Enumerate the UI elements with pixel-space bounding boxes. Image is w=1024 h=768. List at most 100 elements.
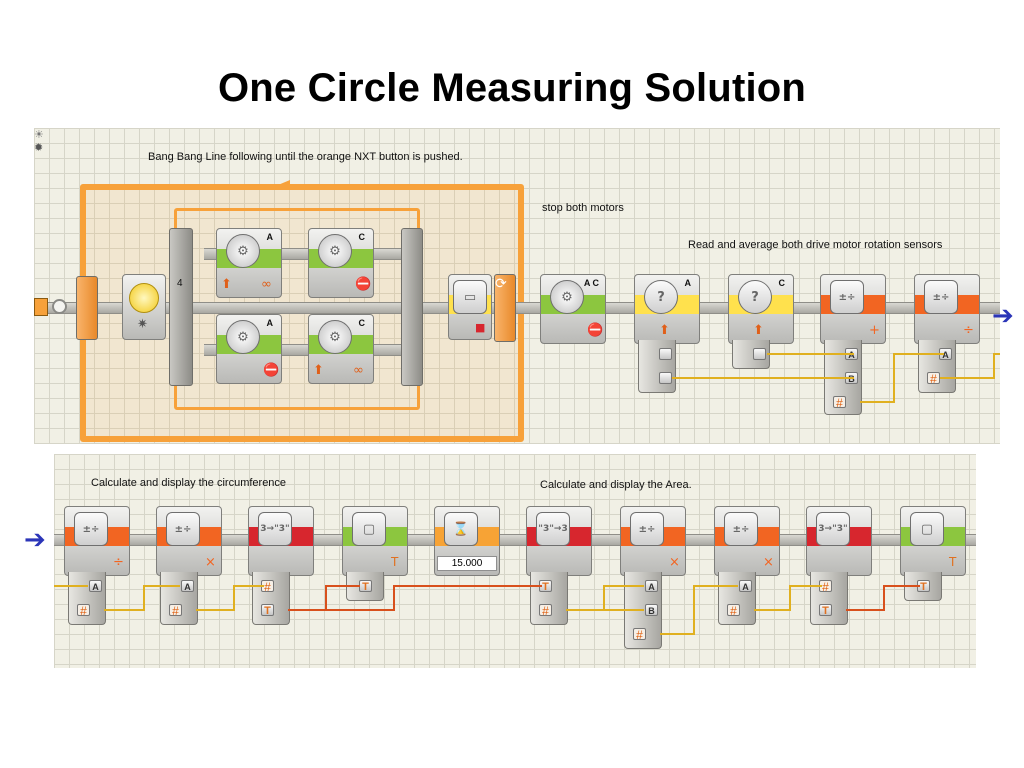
data-plug-number[interactable]: # <box>77 604 90 617</box>
operator-icon: × <box>669 555 680 570</box>
data-hub-divide: A # <box>918 340 956 393</box>
comment-circumference: Calculate and display the circumference <box>91 477 287 489</box>
gear-icon: ⚙ <box>318 234 352 268</box>
data-hub: T # <box>530 572 568 625</box>
stop-icon: ⛔ <box>587 323 604 338</box>
data-plug-a[interactable]: A <box>645 580 658 592</box>
math-icon: ±÷ <box>924 280 958 314</box>
data-wires-bottom <box>54 585 920 635</box>
data-plug-a[interactable]: A <box>89 580 102 592</box>
gear-icon: ⚙ <box>226 320 260 354</box>
switch-end-hub <box>401 228 423 386</box>
infinity-icon: ∞ <box>261 277 272 292</box>
data-plug-a[interactable]: A <box>739 580 752 592</box>
move-block-ac[interactable]: ⚙ A C ⛔ <box>540 274 606 344</box>
nxt-button-wait-block[interactable]: ▭ ■ <box>448 274 492 340</box>
math-block-multiply-3[interactable]: ±÷ × <box>714 506 780 576</box>
switch-hub <box>169 228 193 386</box>
light-sensor-block[interactable]: ✷ <box>122 274 166 340</box>
data-plug[interactable] <box>659 348 672 360</box>
data-plug-text[interactable]: T <box>539 580 552 593</box>
port-label: A C <box>583 278 599 288</box>
data-plug-number[interactable]: # <box>539 604 552 617</box>
rotation-sensor-block-a[interactable]: ? A ⬆ <box>634 274 700 344</box>
text-to-number-block[interactable]: "3"→3 <box>526 506 592 576</box>
data-hub: # T <box>810 572 848 625</box>
motor-block-c-upper[interactable]: ⚙ C ⛔ <box>308 228 374 298</box>
data-plug-number[interactable]: # <box>169 604 182 617</box>
data-plug[interactable] <box>753 348 766 360</box>
text-icon: T <box>391 555 399 569</box>
up-arrow-icon: ⬆ <box>313 363 324 378</box>
wait-value[interactable]: 15.000 <box>437 556 497 571</box>
sun-dark-icon: ✹ <box>34 142 44 154</box>
data-plug-number[interactable]: # <box>727 604 740 617</box>
switch-threshold: 4 <box>177 278 183 289</box>
plug-icon <box>52 299 67 314</box>
motor-block-a-lower[interactable]: ⚙ A ⛔ <box>216 314 282 384</box>
operator-icon: × <box>205 555 216 570</box>
number-to-text-block[interactable]: 3→"3" <box>248 506 314 576</box>
program-canvas-bottom[interactable]: Calculate and display the circumference … <box>54 454 976 668</box>
start-icon <box>34 298 48 316</box>
data-plug-a[interactable]: A <box>181 580 194 592</box>
program-canvas-top[interactable]: Bang Bang Line following until the orang… <box>34 128 1000 444</box>
operator-icon: ÷ <box>113 555 124 570</box>
data-hub: A # <box>718 572 756 625</box>
math-icon: ±÷ <box>830 280 864 314</box>
data-plug-number[interactable]: # <box>633 628 646 641</box>
display-block-2[interactable]: ▢ T <box>900 506 966 576</box>
display-block[interactable]: ▢ T <box>342 506 408 576</box>
math-icon: ±÷ <box>630 512 664 546</box>
data-plug-b[interactable]: B <box>645 604 658 616</box>
slide-title: One Circle Measuring Solution <box>217 66 807 110</box>
port-label: A <box>266 318 274 328</box>
stop-square-icon: ■ <box>475 321 486 334</box>
hourglass-icon: ⌛ <box>444 512 478 546</box>
up-arrow-icon: ⬆ <box>221 277 232 292</box>
display-icon: ▢ <box>352 512 386 546</box>
up-arrow-icon: ⬆ <box>659 323 670 338</box>
math-block-divide[interactable]: ±÷ ÷ <box>64 506 130 576</box>
data-plug-number[interactable]: # <box>833 396 846 409</box>
sun-bright-icon: ☀ <box>34 129 44 141</box>
data-hub: # T <box>252 572 290 625</box>
number-to-text-icon: "3"→3 <box>536 512 570 546</box>
operator-icon: + <box>869 323 880 338</box>
data-plug-text[interactable]: T <box>819 604 832 617</box>
math-icon: ±÷ <box>166 512 200 546</box>
stop-icon: ⛔ <box>263 363 280 378</box>
port-label: A <box>684 278 692 288</box>
data-plug-number[interactable]: # <box>927 372 940 385</box>
rotation-icon: ? <box>738 280 772 314</box>
rotation-sensor-block-c[interactable]: ? C ⬆ <box>728 274 794 344</box>
light-sensor-icon <box>129 283 159 313</box>
number-to-text-block-2[interactable]: 3→"3" <box>806 506 872 576</box>
port-label: C <box>358 232 366 242</box>
motor-block-c-lower[interactable]: ⚙ C ⬆ ∞ <box>308 314 374 384</box>
number-to-text-icon: 3→"3" <box>816 512 850 546</box>
math-block-multiply[interactable]: ±÷ × <box>156 506 222 576</box>
number-to-text-icon: 3→"3" <box>258 512 292 546</box>
math-block-add[interactable]: ±÷ + <box>820 274 886 344</box>
flow-arrow-in-icon: ➔ <box>24 525 46 555</box>
data-hub-rotation-a <box>638 340 676 393</box>
wait-time-block[interactable]: ⌛ 15.000 <box>434 506 500 576</box>
sun-icon: ✷ <box>137 317 148 332</box>
comment-stop-motors: stop both motors <box>542 202 624 214</box>
data-plug[interactable] <box>659 372 672 384</box>
up-arrow-icon: ⬆ <box>753 323 764 338</box>
data-hub-rotation-c <box>732 340 770 369</box>
display-icon: ▢ <box>910 512 944 546</box>
comment-line-following: Bang Bang Line following until the orang… <box>148 151 463 163</box>
port-label: A <box>266 232 274 242</box>
gear-icon: ⚙ <box>226 234 260 268</box>
math-block-multiply-2[interactable]: ±÷ × <box>620 506 686 576</box>
data-plug-text[interactable]: T <box>359 580 372 593</box>
motor-block-a-upper[interactable]: ⚙ A ⬆ ∞ <box>216 228 282 298</box>
data-plug-text[interactable]: T <box>261 604 274 617</box>
math-block-divide[interactable]: ±÷ ÷ <box>914 274 980 344</box>
data-hub: A # <box>160 572 198 625</box>
math-icon: ±÷ <box>724 512 758 546</box>
loop-end-hub: ⟳ <box>494 274 516 342</box>
